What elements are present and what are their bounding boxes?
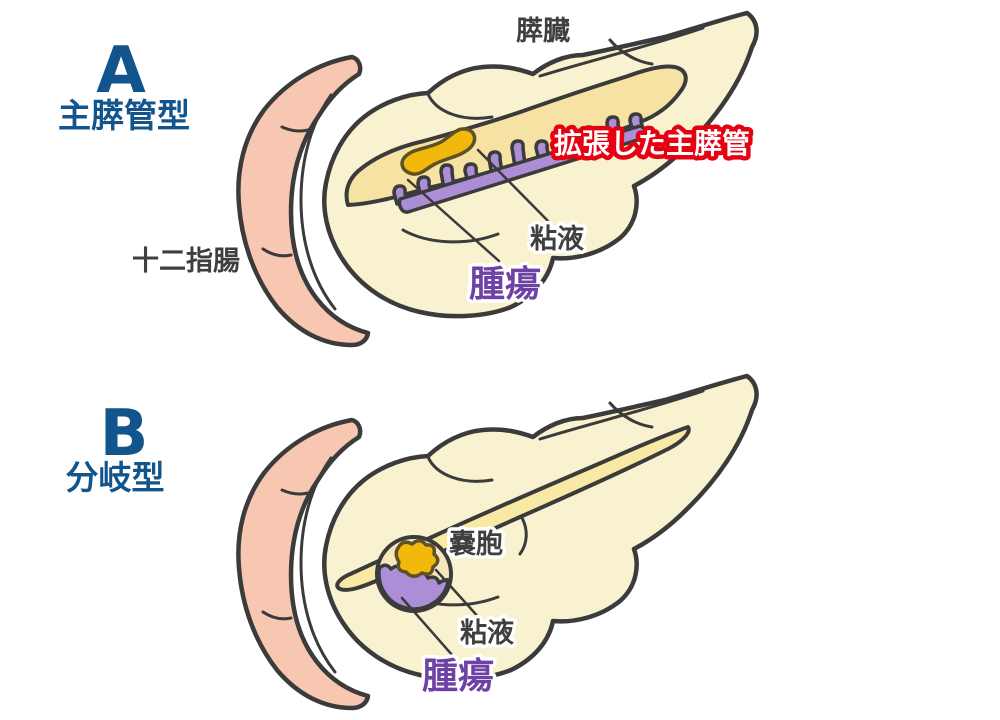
label-dilated-duct: 拡張した主膵管: [554, 127, 750, 160]
panel-b: B 分岐型 嚢胞 粘液 腫瘍: [66, 376, 757, 708]
label-tumor-a: 腫瘍: [469, 264, 541, 305]
label-mucus-b: 粘液: [460, 618, 514, 649]
leader-line-tumor-a: [406, 178, 501, 263]
cyst-mucus-blob: [394, 539, 440, 578]
leader-line-mucus-b: [434, 568, 483, 622]
label-tumor-b: 腫瘍: [422, 656, 494, 697]
cyst-tumor: [377, 563, 451, 611]
label-panel-b-type: 分岐型: [66, 458, 165, 497]
pancreas-b-crease-extra: [518, 516, 528, 556]
label-duodenum: 十二指腸: [132, 246, 240, 277]
panel-a: 膵臓 A 主膵管型 拡張した主膵管 十二指腸 粘液 腫瘍: [58, 13, 757, 345]
label-pancreas-organ: 膵臓: [516, 16, 570, 47]
label-mucus-a: 粘液: [530, 224, 584, 255]
label-panel-a-letter: A: [96, 34, 146, 108]
leader-line-tumor-b: [400, 596, 455, 658]
label-cyst: 嚢胞: [448, 529, 503, 560]
leader-line-mucus-a: [476, 148, 553, 226]
label-panel-b-letter: B: [100, 397, 149, 471]
pancreas-b: [324, 376, 756, 679]
tumor-fringe: [392, 112, 648, 214]
mucus-blob-a: [400, 127, 477, 176]
label-panel-a-type: 主膵管型: [58, 96, 190, 135]
cyst: [375, 535, 453, 613]
